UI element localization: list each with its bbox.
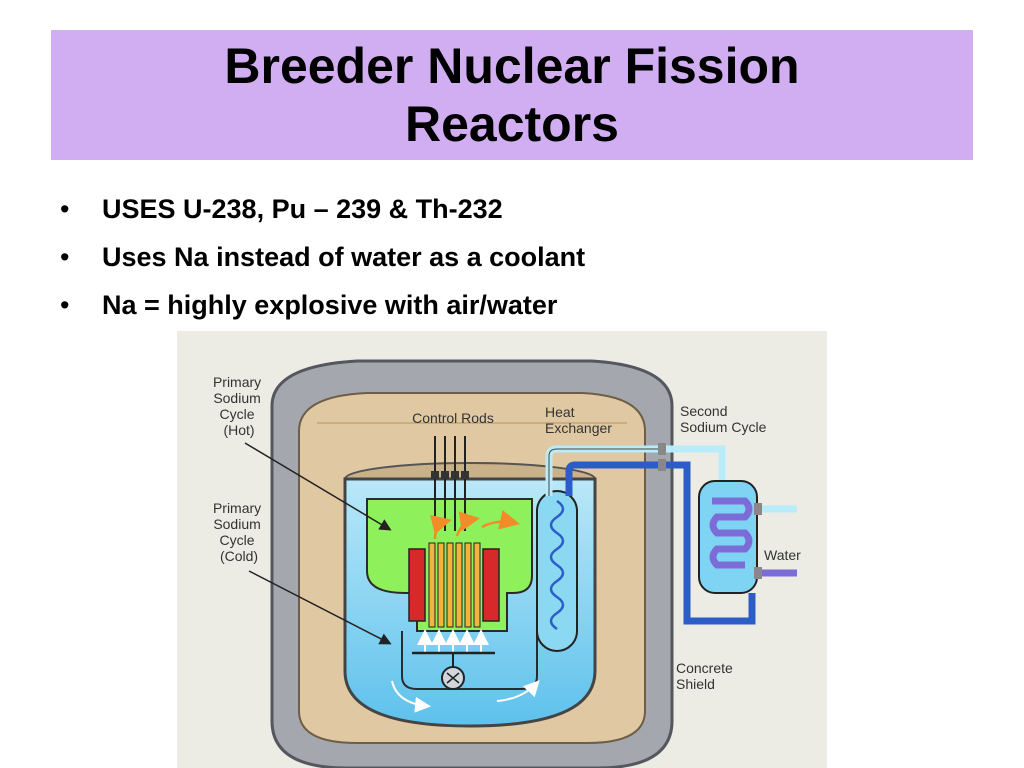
slide-title-line-2: Reactors [405,96,619,152]
bullet-text: Na = highly explosive with air/water [102,290,558,320]
bullet-list: • USES U-238, Pu – 239 & Th-232 • Uses Na … [60,185,585,329]
pump [412,651,495,690]
label-concrete-shield: Concrete Shield [676,660,737,692]
reactor-diagram-svg: Primary Sodium Cycle (Hot) Primary Sodiu… [213,359,801,768]
title-banner: Breeder Nuclear Fission Reactors [51,30,973,160]
bullet-dot-icon: • [60,194,70,224]
bullet-dot-icon: • [60,290,70,320]
label-second-sodium-cycle: Second Sodium Cycle [680,403,767,435]
bullet-item: • Na = highly explosive with air/water [60,281,585,329]
label-heat-exchanger: Heat Exchanger [545,404,612,436]
label-water: Water [764,547,801,563]
label-control-rods: Control Rods [412,410,494,426]
slide-title-line-1: Breeder Nuclear Fission [224,38,800,94]
diagram-labels: Primary Sodium Cycle (Hot) Primary Sodiu… [213,374,801,692]
second-sodium-loop [658,443,797,625]
heat-exchanger [536,445,662,652]
bullet-text: Uses Na instead of water as a coolant [102,242,586,272]
hot-flow-arrows [430,509,520,540]
reactor-diagram: Primary Sodium Cycle (Hot) Primary Sodiu… [177,331,827,768]
bullet-dot-icon: • [60,242,70,272]
bullet-text: USES U-238, Pu – 239 & Th-232 [102,194,503,224]
bullet-item: • Uses Na instead of water as a coolant [60,233,585,281]
reactor-core [408,542,500,628]
label-leader-lines [244,442,392,645]
bullet-item: • USES U-238, Pu – 239 & Th-232 [60,185,585,233]
label-primary-cold: Primary Sodium Cycle (Cold) [213,500,265,564]
label-primary-hot: Primary Sodium Cycle (Hot) [213,374,265,438]
